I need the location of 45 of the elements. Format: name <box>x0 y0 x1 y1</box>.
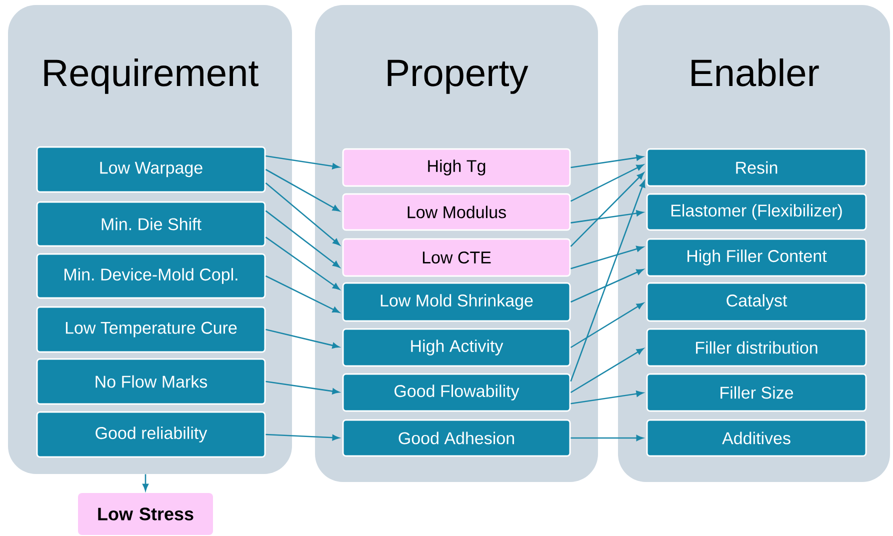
note-box: Low Stress <box>78 493 213 535</box>
item-box: Low Warpage <box>36 146 266 193</box>
property-box: Low CTE <box>342 238 571 277</box>
arrow <box>266 155 340 170</box>
item-box: Min. Device-Mold Copl. <box>36 253 266 299</box>
arrow <box>570 246 644 270</box>
arrow <box>265 210 340 268</box>
item-box: High Filler Content <box>646 238 867 277</box>
item-box: Min. Die Shift <box>36 201 266 247</box>
arrow <box>570 164 644 202</box>
item-box: No Flow Marks <box>36 358 266 405</box>
arrow <box>142 474 148 491</box>
arrow <box>265 236 340 290</box>
item-box: Additives <box>646 419 867 457</box>
arrow <box>570 302 644 348</box>
arrow <box>570 390 644 404</box>
arrow <box>266 380 340 394</box>
arrow <box>266 434 340 441</box>
arrow <box>570 348 644 394</box>
item-box: High Activity <box>342 328 571 367</box>
item-box: Resin <box>646 148 867 187</box>
item-box: Filler Size <box>646 373 867 412</box>
column-heading: Property <box>388 60 528 94</box>
arrow <box>266 328 340 348</box>
item-box: Good reliability <box>36 411 266 458</box>
arrow <box>265 275 340 313</box>
item-box: Low Mold Shrinkage <box>342 282 571 322</box>
arrow <box>265 182 340 246</box>
item-box: Catalyst <box>646 282 867 322</box>
property-box: High Tg <box>342 148 571 187</box>
property-box: Low Modulus <box>342 193 571 231</box>
arrow <box>570 269 644 303</box>
arrow <box>570 435 644 441</box>
arrow <box>265 168 340 212</box>
item-box: Low Temperature Cure <box>36 306 266 353</box>
item-box: Good Adhesion <box>342 419 571 457</box>
arrow <box>570 172 644 247</box>
column-heading: Enabler <box>692 58 819 86</box>
item-box: Filler distribution <box>646 328 867 367</box>
arrow <box>570 154 644 168</box>
column-heading: Requirement <box>44 58 258 94</box>
arrow <box>570 210 644 224</box>
item-box: Good Flowability <box>342 373 571 412</box>
arrow <box>570 180 646 382</box>
item-box: Elastomer (Flexibilizer) <box>646 193 867 231</box>
